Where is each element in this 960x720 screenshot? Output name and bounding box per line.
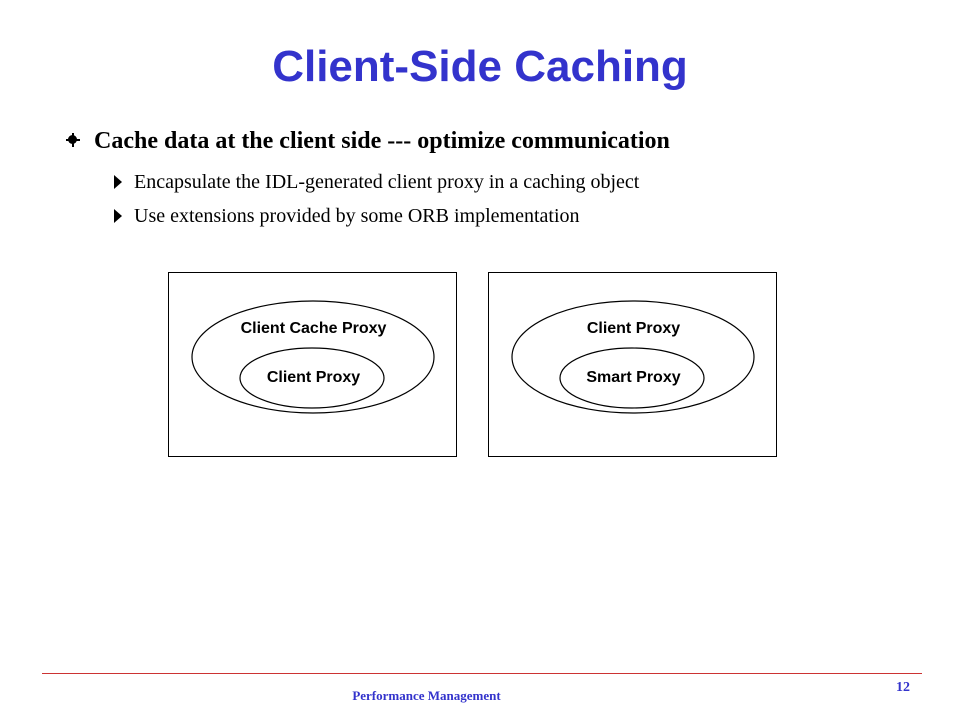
main-bullet: Cache data at the client side --- optimi…: [66, 126, 670, 156]
right-diagram-box: Client Proxy Smart Proxy: [488, 272, 777, 457]
inner-ellipse: [239, 347, 385, 409]
sub-bullet-2: Use extensions provided by some ORB impl…: [114, 204, 580, 228]
inner-label: Client Proxy: [266, 369, 361, 386]
left-diagram-box: Client Cache Proxy Client Proxy: [168, 272, 457, 457]
main-bullet-text: Cache data at the client side --- optimi…: [94, 128, 670, 154]
outer-ellipse: [191, 300, 435, 414]
outer-label: Client Proxy: [586, 320, 681, 337]
sub-bullet-text: Encapsulate the IDL-generated client pro…: [134, 171, 640, 193]
bullet-icon: [66, 133, 80, 147]
footer-divider: [42, 673, 922, 674]
footer-text: Performance Management: [352, 688, 501, 703]
sub-bullet-text: Use extensions provided by some ORB impl…: [134, 205, 580, 227]
slide-title: Client-Side Caching: [272, 42, 688, 91]
outer-label: Client Cache Proxy: [240, 320, 387, 337]
outer-ellipse: [511, 300, 755, 414]
left-diagram-ellipses: [191, 300, 435, 414]
page-number: 12: [896, 680, 910, 695]
arrow-bullet-icon: [114, 209, 122, 223]
inner-ellipse: [559, 347, 705, 409]
inner-label: Smart Proxy: [586, 369, 681, 386]
sub-bullet-1: Encapsulate the IDL-generated client pro…: [114, 170, 639, 194]
right-diagram-ellipses: [511, 300, 755, 414]
arrow-bullet-icon: [114, 175, 122, 189]
